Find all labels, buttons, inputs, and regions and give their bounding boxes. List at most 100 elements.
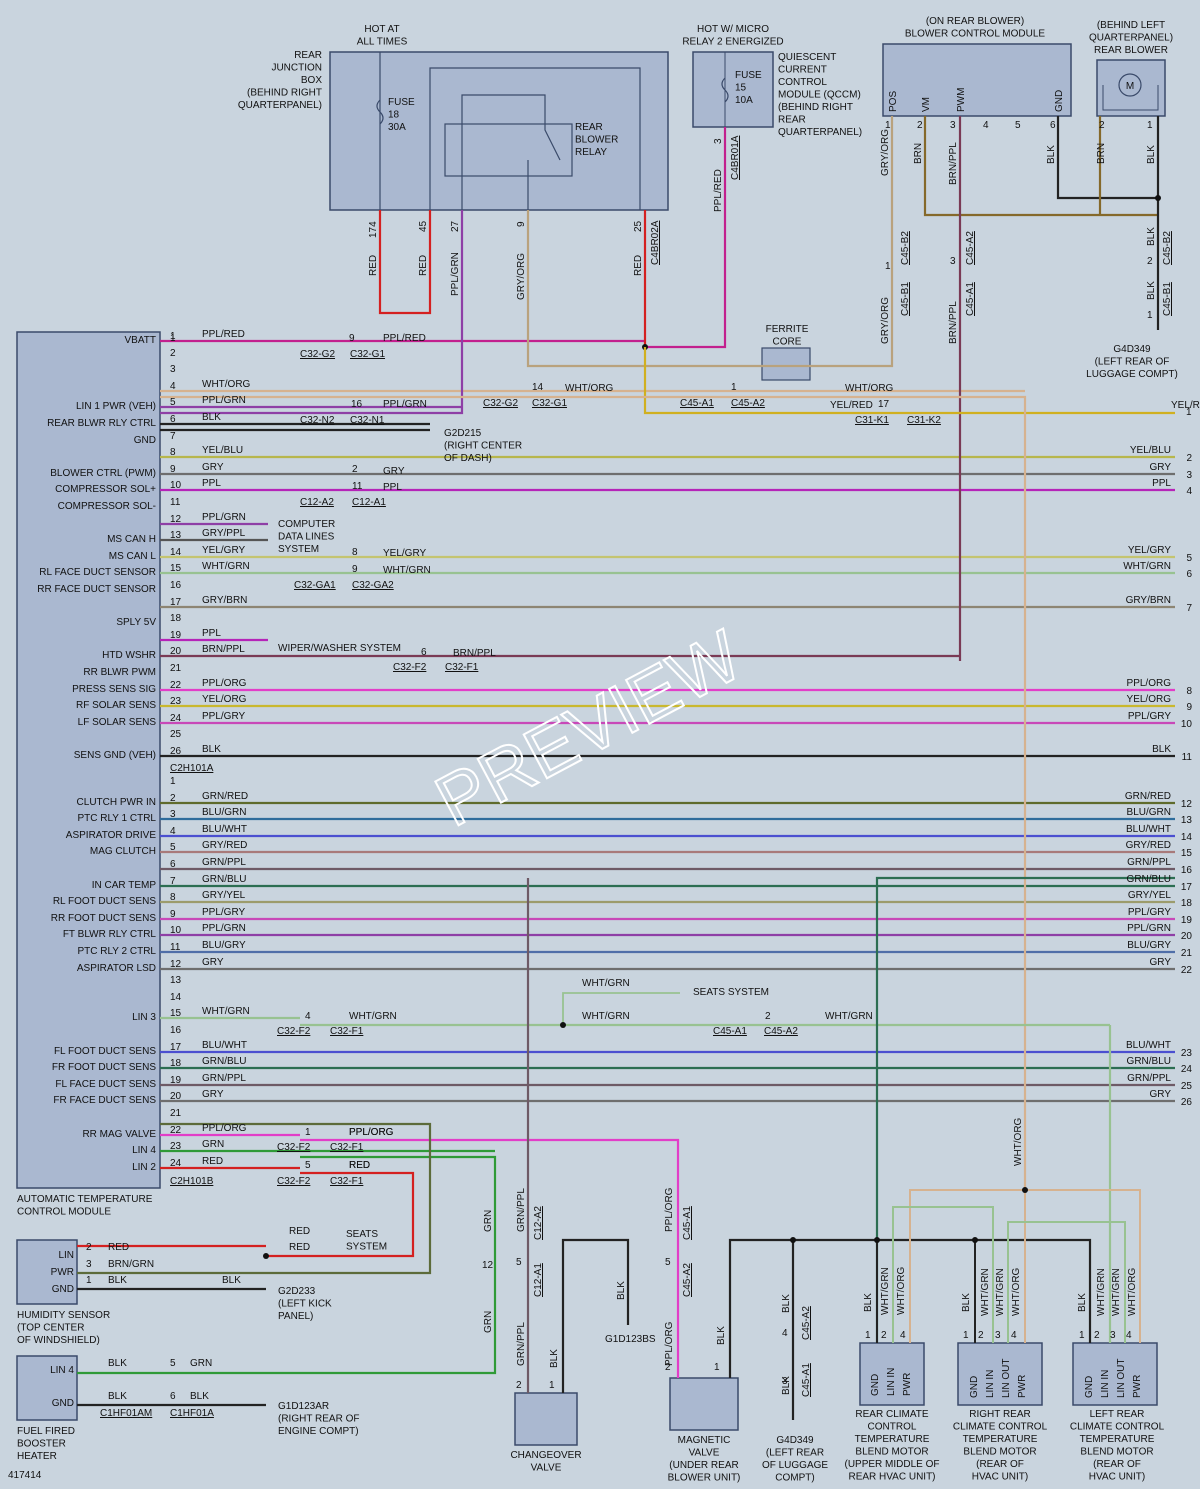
atc-wire-color-label: YEL/BLU [202,445,243,456]
vertical-wire-label: BRN [913,143,924,164]
ref-number: 23 [1181,1048,1193,1059]
connector-label: C32-N2 [300,415,335,426]
wire-annotation: 1 [731,382,737,393]
wire-color-annotation: YEL/RED [830,400,873,411]
connector-label: C12-A2 [300,497,334,508]
block-label: QUARTERPANEL) [1089,33,1173,44]
block-label: (REAR OF [1093,1459,1141,1470]
atc-pin-number: 24 [170,713,182,724]
fuse18-symbol [376,99,384,125]
motor-pin: 2 [1099,120,1105,131]
connector-label: C32-F1 [445,662,479,673]
wire-color-annotation: PPL/ORG [349,1127,394,1138]
atc-pin-label: LF SOLAR SENS [78,717,157,728]
wire-annotation: 16 [351,399,363,410]
ref-number: 12 [1181,799,1193,810]
motor-pin-name: PWR [1132,1375,1143,1398]
blower-pin-num: 2 [917,120,923,131]
connector-label: C32-G1 [532,398,567,409]
connector-label: C45-A2 [764,1026,798,1037]
motor-internal [1102,85,1159,111]
atc-pin-number: 12 [170,514,182,525]
ref-number: 14 [1181,832,1193,843]
wire-annotation: 9 [349,333,355,344]
block-label: ALL TIMES [357,37,408,48]
red-jumper [378,210,432,315]
wire-annotation: 6 [421,647,427,658]
block-label: BLOWER UNIT) [668,1473,741,1484]
connector-label: C45-A2 [682,1263,693,1297]
connector-label: C32-F1 [330,1026,364,1037]
grn-lin4 [77,1155,497,1375]
atc-pin-number: 7 [170,431,176,442]
block-label: FUEL FIRED [17,1426,75,1437]
block-label: LUGGAGE COMPT) [1086,369,1178,380]
blower-pin-num: 5 [1015,120,1021,131]
block-label: OF DASH) [444,453,492,464]
blower-pin-num: 1 [885,120,891,131]
atc-pin-number: 5 [170,397,176,408]
vertical-wire-label: BRN/PPL [948,142,959,185]
ground-label: G1D123BS [605,1334,656,1345]
wire-annotation: RED [289,1242,310,1253]
vertical-wire-label: BLK [1146,227,1157,246]
whtgrn-rr-lr [1007,1221,1126,1343]
atc-wire-color-label: BLU/WHT [202,1040,247,1051]
atc-pin-number: 1 [170,331,176,342]
block-label: (LEFT REAR [766,1448,824,1459]
blower-pin-num: 6 [1050,120,1056,131]
atc-wire-color-label-right: GRY/YEL [1128,890,1172,901]
atc-pin-label: FR FOOT DUCT SENS [52,1062,156,1073]
atc-pin-number: 10 [170,480,182,491]
atc-wire-color-label: BRN/PPL [202,644,245,655]
vertical-wire-label: GRN/PPL [516,1188,527,1232]
vertical-wire-label: WHT/GRN [995,1268,1006,1316]
atc-wire-color-label: BLU/GRY [202,940,246,951]
block-label: JUNCTION [271,63,322,74]
wire-color-annotation: WHT/GRN [383,565,431,576]
brn-vm [923,116,1158,217]
vertical-wire-label: WHT/GRN [980,1268,991,1316]
atc-pin-label: ASPIRATOR DRIVE [66,830,157,841]
block-label: BLEND MOTOR [1080,1447,1153,1458]
atc-wire-color-label: WHT/ORG [202,379,251,390]
block-label: AUTOMATIC TEMPERATURE [17,1194,153,1205]
atc-wire-color-label-right: GRN/PPL [1127,1073,1171,1084]
atc-wire-color-label-right: GRY [1150,462,1172,473]
right-blend-motor-box [957,1342,1043,1406]
wire-annotation: RED [108,1242,129,1253]
wire-annotation: 3 [86,1259,92,1270]
booster-pin: LIN 4 [50,1365,74,1376]
atc-wire-color-label: PPL/GRY [202,907,245,918]
wire-annotation: 1 [885,261,891,272]
block-label: RELAY 2 ENERGIZED [682,37,783,48]
atc-pin-label: RR FACE DUCT SENSOR [37,584,156,595]
block-label: BLOWER [575,135,618,146]
atc-pin-label: COMPRESSOR SOL+ [55,484,156,495]
atc-pin-number: 21 [170,1108,182,1119]
vertical-wire-label: 25 [633,220,644,232]
block-label: QUARTERPANEL) [778,127,862,138]
wire-annotation: PPL/ORG [349,1127,394,1138]
wire-annotation: 5 [170,1358,176,1369]
rear-junction-box [329,51,669,211]
atc-pin-number: 8 [170,447,176,458]
atc-pin-label: RL FOOT DUCT SENS [53,896,156,907]
motor-symbol [1118,73,1142,97]
ferrite-core [761,347,811,381]
atc-pin-number: 24 [170,1158,182,1169]
vertical-wire-label: RED [633,255,644,276]
block-label: FUSE [388,97,415,108]
block-label: DATA LINES [278,532,335,543]
atc-pin-label: RL FACE DUCT SENSOR [39,567,156,578]
wire-annotation: 1 [963,1330,969,1341]
atc-wire-color-label-right: BLU/GRN [1127,807,1171,818]
atc-pin-number: 3 [170,364,176,375]
atc-wire-color-label: PPL/GRY [202,711,245,722]
ref-number: 15 [1181,848,1193,859]
wire-annotation: 3 [995,1330,1001,1341]
connector-label: C4BR01A [730,135,741,180]
atc-pin-number: 4 [170,381,176,392]
booster-heater-box [16,1355,78,1421]
